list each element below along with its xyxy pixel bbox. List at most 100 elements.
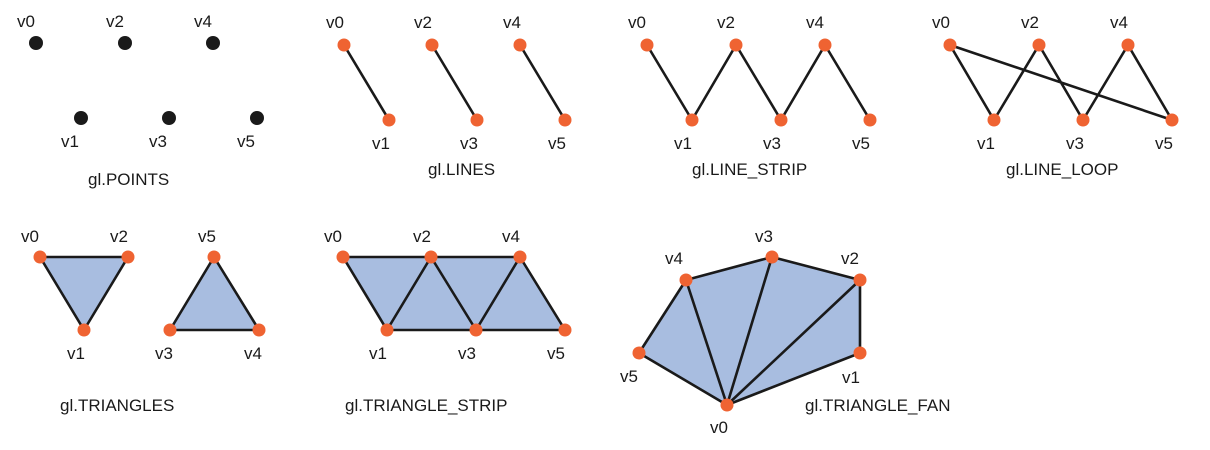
- vertex-v5: [1165, 113, 1179, 127]
- label-v2: v2: [414, 13, 432, 32]
- point-v4: [206, 36, 220, 50]
- vertex-v4: [252, 323, 266, 337]
- label-v1: v1: [674, 134, 692, 153]
- vertex-v0: [33, 250, 47, 264]
- label-v3: v3: [149, 132, 167, 151]
- label-v4: v4: [244, 344, 262, 363]
- vertex-v1: [987, 113, 1001, 127]
- vertex-v4: [1121, 38, 1135, 52]
- line-v4-v5: [518, 43, 567, 122]
- label-v3: v3: [763, 134, 781, 153]
- vertex-v3: [774, 113, 788, 127]
- strip-edge-v2-v3: [429, 255, 478, 332]
- label-v4: v4: [806, 13, 824, 32]
- vertex-v4: [513, 38, 527, 52]
- panel-line-strip: v0 v2 v4 v1 v3 v5 gl.LINE_STRIP: [628, 13, 877, 179]
- line-v2-v3: [430, 43, 479, 122]
- label-v1: v1: [369, 344, 387, 363]
- vertex-v5: [558, 113, 572, 127]
- label-v5: v5: [548, 134, 566, 153]
- vertex-v2: [424, 250, 438, 264]
- label-v3: v3: [755, 227, 773, 246]
- label-v4: v4: [503, 13, 521, 32]
- caption-line-loop: gl.LINE_LOOP: [1006, 160, 1118, 179]
- strip-edge-v1-v2: [385, 255, 433, 332]
- label-v2: v2: [106, 12, 124, 31]
- label-v5: v5: [237, 132, 255, 151]
- vertex-v1: [853, 346, 867, 360]
- label-v3: v3: [460, 134, 478, 153]
- label-v2: v2: [841, 249, 859, 268]
- point-v3: [162, 111, 176, 125]
- vertex-v0: [336, 250, 350, 264]
- vertex-v0: [640, 38, 654, 52]
- panel-triangles: v0 v2 v1 v5 v3 v4 gl.TRIANGLES: [21, 227, 266, 415]
- vertex-v1: [380, 323, 394, 337]
- label-v0: v0: [628, 13, 646, 32]
- label-v0: v0: [932, 13, 950, 32]
- strip-edge-v3-v4: [474, 255, 522, 332]
- caption-triangles: gl.TRIANGLES: [60, 396, 174, 415]
- label-v5: v5: [620, 367, 638, 386]
- vertex-v0: [720, 398, 734, 412]
- vertex-v0: [943, 38, 957, 52]
- label-v4: v4: [502, 227, 520, 246]
- label-v4: v4: [665, 249, 683, 268]
- vertex-v2: [121, 250, 135, 264]
- vertex-v1: [77, 323, 91, 337]
- label-v0: v0: [17, 12, 35, 31]
- vertex-v4: [818, 38, 832, 52]
- panel-points: v0 v2 v4 v1 v3 v5 gl.POINTS: [17, 12, 264, 189]
- line-loop-path: [948, 43, 1174, 122]
- fan-edge-v0-v2: [725, 278, 862, 407]
- label-v0: v0: [710, 418, 728, 437]
- vertex-v2: [425, 38, 439, 52]
- label-v2: v2: [413, 227, 431, 246]
- vertex-v3: [470, 113, 484, 127]
- label-v4: v4: [1110, 13, 1128, 32]
- vertex-v0: [337, 38, 351, 52]
- panel-lines: v0 v2 v4 v1 v3 v5 gl.LINES: [326, 13, 572, 179]
- label-v3: v3: [1066, 134, 1084, 153]
- label-v5: v5: [198, 227, 216, 246]
- vertex-v2: [1032, 38, 1046, 52]
- label-v1: v1: [67, 344, 85, 363]
- label-v2: v2: [717, 13, 735, 32]
- fan-edge-v0-v4: [684, 278, 729, 407]
- caption-triangle-fan: gl.TRIANGLE_FAN: [805, 396, 951, 415]
- label-v1: v1: [842, 368, 860, 387]
- caption-lines: gl.LINES: [428, 160, 495, 179]
- fan-edge-v0-v3: [725, 255, 774, 407]
- vertex-v4: [513, 250, 527, 264]
- vertex-v1: [382, 113, 396, 127]
- vertex-v3: [765, 250, 779, 264]
- panel-triangle-fan: v0 v1 v2 v3 v4 v5 gl.TRIANGLE_FAN: [620, 227, 951, 437]
- panel-line-loop: v0 v2 v4 v1 v3 v5 gl.LINE_LOOP: [932, 13, 1179, 179]
- point-v2: [118, 36, 132, 50]
- label-v1: v1: [977, 134, 995, 153]
- label-v5: v5: [1155, 134, 1173, 153]
- label-v2: v2: [110, 227, 128, 246]
- triangle-v3-v4-v5: [168, 255, 261, 332]
- label-v0: v0: [326, 13, 344, 32]
- point-v1: [74, 111, 88, 125]
- vertex-v3: [163, 323, 177, 337]
- label-v4: v4: [194, 12, 212, 31]
- label-v1: v1: [372, 134, 390, 153]
- label-v3: v3: [155, 344, 173, 363]
- label-v2: v2: [1021, 13, 1039, 32]
- vertex-v5: [632, 346, 646, 360]
- caption-points: gl.POINTS: [88, 170, 169, 189]
- vertex-v5: [863, 113, 877, 127]
- caption-triangle-strip: gl.TRIANGLE_STRIP: [345, 396, 508, 415]
- triangle-v0-v1-v2: [38, 255, 130, 332]
- label-v1: v1: [61, 132, 79, 151]
- label-v0: v0: [324, 227, 342, 246]
- panel-triangle-strip: v0 v2 v4 v1 v3 v5 gl.TRIANGLE_STRIP: [324, 227, 572, 415]
- vertex-v2: [729, 38, 743, 52]
- line-strip-path: [645, 43, 872, 122]
- label-v0: v0: [21, 227, 39, 246]
- point-v0: [29, 36, 43, 50]
- line-v0-v1: [342, 43, 391, 122]
